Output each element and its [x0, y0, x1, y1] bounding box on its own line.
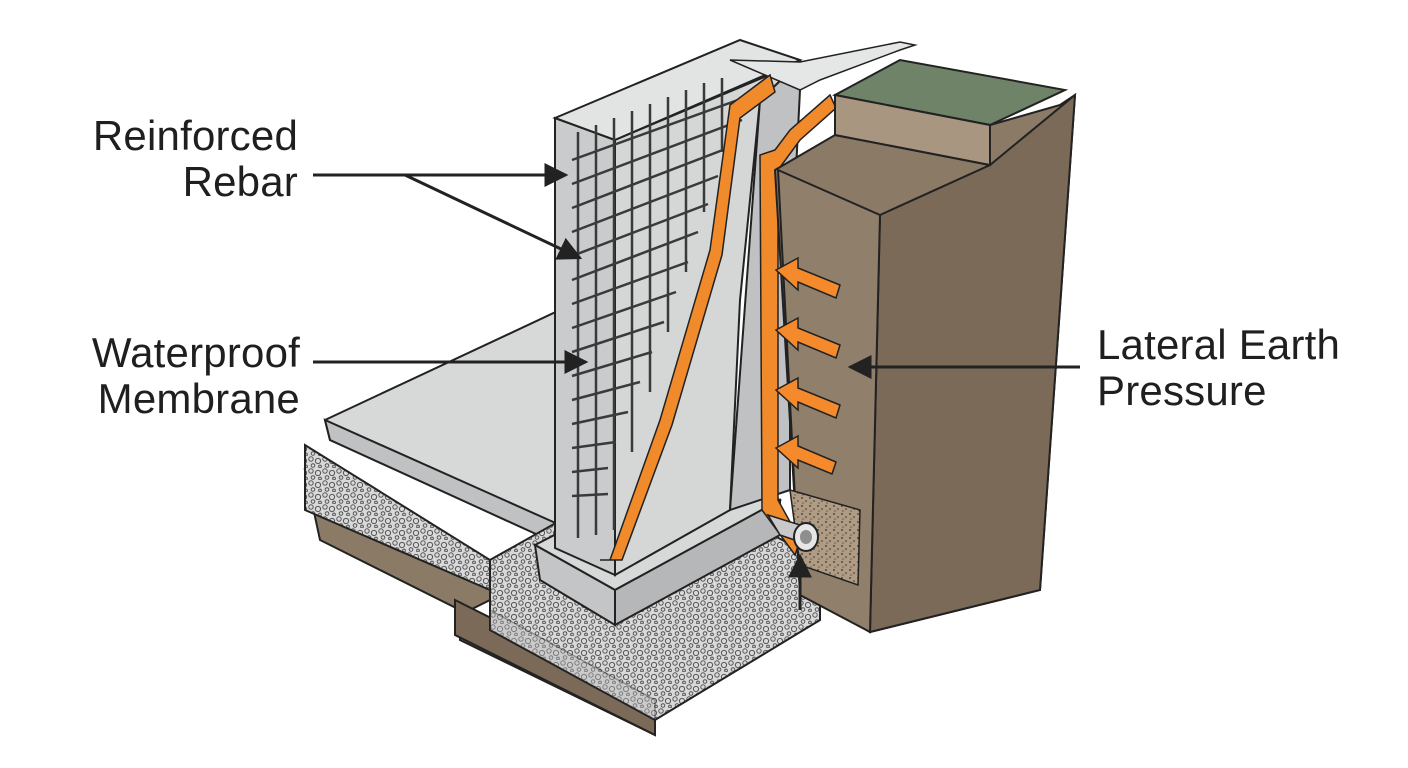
floor-slab: [323, 308, 561, 547]
rebar-label: Reinforced Rebar: [38, 113, 298, 205]
rebar-leader-lower: [404, 173, 583, 260]
drain-pipe: [766, 513, 819, 610]
leader-lines: [313, 163, 1080, 379]
pressure-arrow: [774, 316, 841, 360]
pressure-arrow: [774, 434, 837, 475]
waterproof-membrane: [600, 73, 837, 561]
rebar-grid: [571, 78, 761, 538]
pressure-arrow: [774, 376, 841, 420]
pressure-arrows: [774, 256, 841, 475]
pressure-label-line1: Lateral Earth: [1097, 321, 1341, 368]
pressure-label-line2: Pressure: [1097, 367, 1267, 414]
pressure-arrow: [774, 256, 841, 300]
membrane-label-line2: Membrane: [97, 375, 300, 422]
rebar-label-line2: Rebar: [182, 158, 298, 205]
membrane-label-line1: Waterproof: [91, 329, 300, 376]
pressure-label: Lateral Earth Pressure: [1097, 322, 1397, 414]
soil-backfill: [773, 58, 1077, 634]
membrane-label: Waterproof Membrane: [40, 330, 300, 422]
rebar-label-line1: Reinforced: [92, 112, 298, 159]
